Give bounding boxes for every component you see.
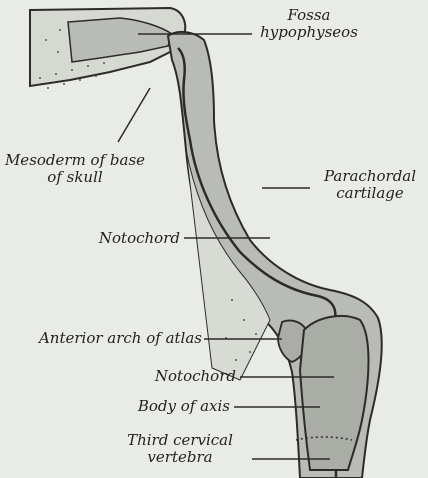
label-body-of-axis: Body of axis	[118, 398, 230, 415]
label-fossa-line1: Fossa	[254, 7, 364, 24]
label-parachordal-cartilage: Parachordal cartilage	[314, 168, 426, 202]
label-notochord-upper: Notochord	[74, 230, 180, 247]
label-third-cervical-vertebra: Third cervical vertebra	[110, 432, 250, 466]
label-third-cervical-line2: vertebra	[110, 449, 250, 466]
label-mesoderm-line2: of skull	[4, 169, 146, 186]
label-mesoderm-line1: Mesoderm of base	[4, 152, 146, 169]
label-notochord-lower: Notochord	[140, 368, 236, 385]
leader-mesoderm	[118, 88, 150, 142]
label-anterior-arch-of-atlas: Anterior arch of atlas	[4, 330, 202, 347]
label-fossa-hypophyseos: Fossa hypophyseos	[254, 7, 364, 41]
label-fossa-line2: hypophyseos	[254, 24, 364, 41]
label-mesoderm-base-skull: Mesoderm of base of skull	[4, 152, 146, 186]
label-parachordal-line1: Parachordal	[314, 168, 426, 185]
label-parachordal-line2: cartilage	[314, 185, 426, 202]
label-third-cervical-line1: Third cervical	[110, 432, 250, 449]
